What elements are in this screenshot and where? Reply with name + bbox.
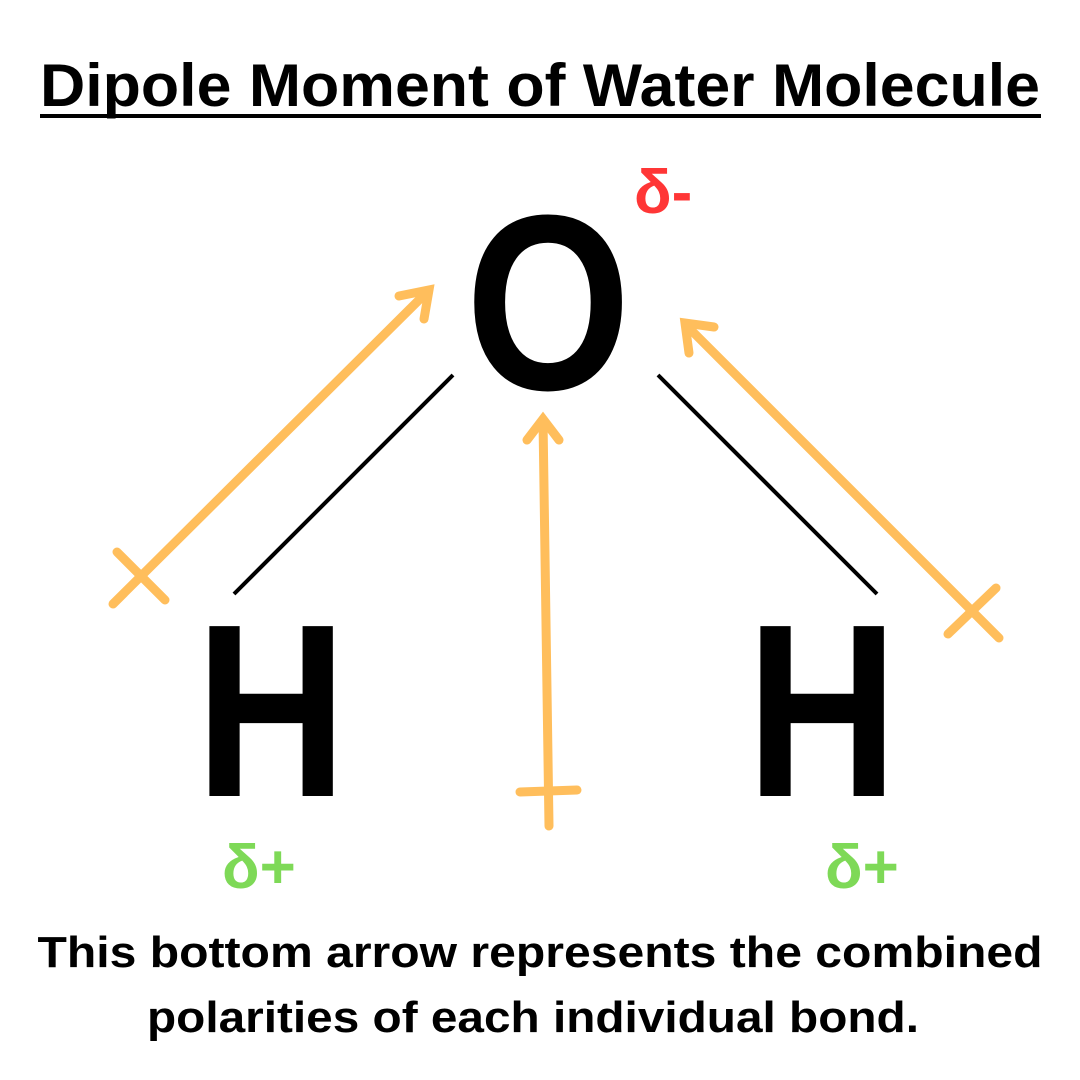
hydrogen-right-partial-charge: δ+	[825, 833, 899, 902]
hydrogen-atom-left: H	[195, 573, 347, 849]
caption-line-2: polarities of each individual bond.	[147, 993, 919, 1042]
hydrogen-left-partial-charge: δ+	[222, 833, 296, 902]
bond-left	[232, 373, 455, 596]
oxygen-atom: O	[465, 163, 631, 442]
dipole-arrow-right	[679, 317, 1004, 643]
oxygen-partial-charge: δ-	[634, 158, 693, 227]
title: Dipole Moment of Water Molecule	[40, 52, 1040, 119]
hydrogen-atom-right: H	[746, 573, 898, 849]
net-dipole-arrow	[515, 411, 582, 831]
dipole-arrow-left	[108, 284, 435, 609]
bond-right	[656, 373, 879, 596]
caption-line-1: This bottom arrow represents the combine…	[38, 928, 1043, 977]
